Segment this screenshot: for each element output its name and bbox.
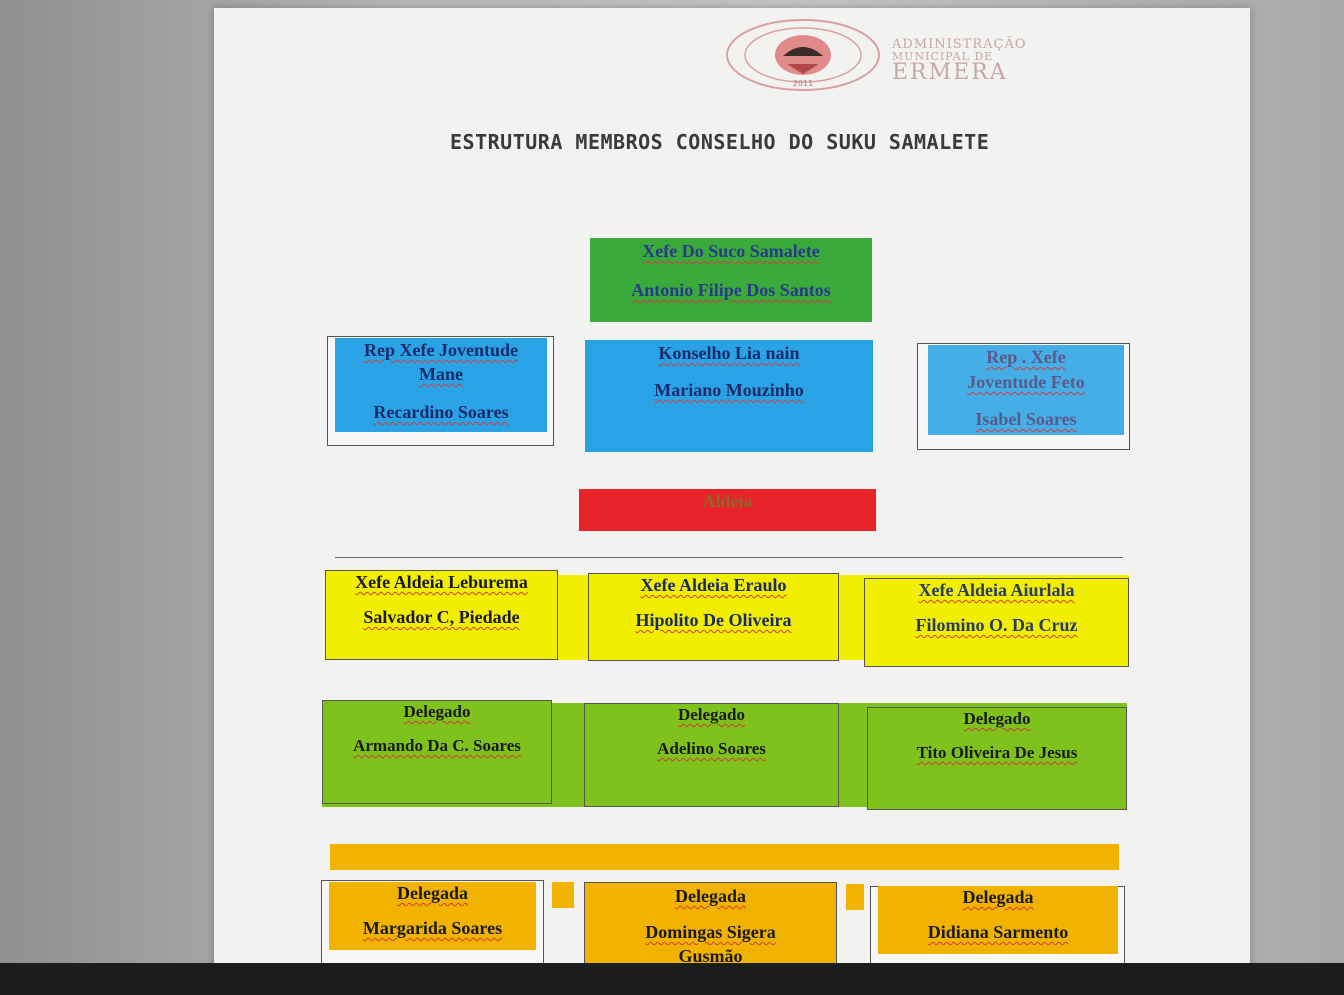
delegada-role-2: Delegada xyxy=(675,886,746,906)
aldeia-chief-role-3: Xefe Aldeia Aiurlala xyxy=(918,580,1075,600)
council-role-center: Konselho Lia nain xyxy=(658,343,800,363)
aldeia-header-label: Aldeia xyxy=(702,491,753,511)
aldeia-chief-box-3: Xefe Aldeia Aiurlala Filomino O. Da Cruz xyxy=(864,578,1129,667)
delegado-box-2: Delegado Adelino Soares xyxy=(584,703,839,807)
delegada-box-2: Delegada Domingas Sigera Gusmão xyxy=(584,882,837,970)
section-divider xyxy=(335,557,1123,558)
delegado-role-3: Delegado xyxy=(963,709,1031,728)
org-line-2: MUNICIPAL DE xyxy=(892,50,994,63)
delegado-box-1: Delegado Armando Da C. Soares xyxy=(322,700,552,804)
aldeia-chief-name-1: Salvador C, Piedade xyxy=(363,607,520,627)
council-role-left: Rep Xefe Joventude Mane xyxy=(364,340,518,384)
document-title: ESTRUTURA MEMBROS CONSELHO DO SUKU SAMAL… xyxy=(450,130,990,154)
council-box-left: Rep Xefe Joventude Mane Recardino Soares xyxy=(335,338,547,432)
delegadas-header-bar xyxy=(330,844,1119,870)
chief-role: Xefe Do Suco Samalete xyxy=(642,241,820,261)
delegado-role-1: Delegado xyxy=(403,702,471,721)
council-name-right: Isabel Soares xyxy=(975,409,1077,429)
delegada-name-2: Domingas Sigera Gusmão xyxy=(645,922,776,966)
aldeia-chief-box-1: Xefe Aldeia Leburema Salvador C, Piedade xyxy=(325,570,558,660)
aldeia-chief-role-1: Xefe Aldeia Leburema xyxy=(355,572,528,592)
monitor-bezel-bottom xyxy=(0,963,1344,995)
delegada-role-3: Delegada xyxy=(962,887,1034,907)
aldeia-header-box: Aldeia xyxy=(579,489,876,531)
aldeia-chief-box-2: Xefe Aldeia Eraulo Hipolito De Oliveira xyxy=(588,573,839,661)
council-name-left: Recardino Soares xyxy=(373,402,509,422)
delegado-name-1: Armando Da C. Soares xyxy=(353,736,521,755)
council-box-center: Konselho Lia nain Mariano Mouzinho xyxy=(585,340,873,452)
org-line-3: ERMERA xyxy=(892,60,1008,85)
delegado-name-2: Adelino Soares xyxy=(657,739,766,758)
delegada-name-1: Margarida Soares xyxy=(362,918,503,938)
aldeia-chief-name-2: Hipolito De Oliveira xyxy=(635,610,792,630)
council-role-right: Rep . Xefe Joventude Feto xyxy=(967,347,1085,392)
delegado-box-3: Delegado Tito Oliveira De Jesus xyxy=(867,707,1127,810)
connector-block-1 xyxy=(552,882,574,908)
svg-text:2011: 2011 xyxy=(793,79,813,88)
connector-block-2 xyxy=(846,884,864,910)
council-box-right: Rep . Xefe Joventude Feto Isabel Soares xyxy=(928,345,1124,435)
delegada-role-1: Delegada xyxy=(397,883,468,903)
delegado-name-3: Tito Oliveira De Jesus xyxy=(916,743,1078,762)
delegada-name-3: Didiana Sarmento xyxy=(927,922,1069,942)
org-line-1: ADMINISTRAÇÃO xyxy=(892,37,1027,52)
delegada-box-3: Delegada Didiana Sarmento xyxy=(878,886,1118,954)
chief-box: Xefe Do Suco Samalete Antonio Filipe Dos… xyxy=(590,238,872,322)
chief-name: Antonio Filipe Dos Santos xyxy=(631,280,831,300)
council-name-center: Mariano Mouzinho xyxy=(654,380,804,400)
aldeia-chief-role-2: Xefe Aldeia Eraulo xyxy=(640,575,787,595)
aldeia-chief-name-3: Filomino O. Da Cruz xyxy=(915,615,1078,635)
delegado-role-2: Delegado xyxy=(677,705,746,724)
delegada-box-1: Delegada Margarida Soares xyxy=(329,882,536,950)
municipal-administration-name: ADMINISTRAÇÃO MUNICIPAL DE ERMERA xyxy=(892,38,1027,84)
municipal-seal-logo: 2011 xyxy=(726,19,880,91)
